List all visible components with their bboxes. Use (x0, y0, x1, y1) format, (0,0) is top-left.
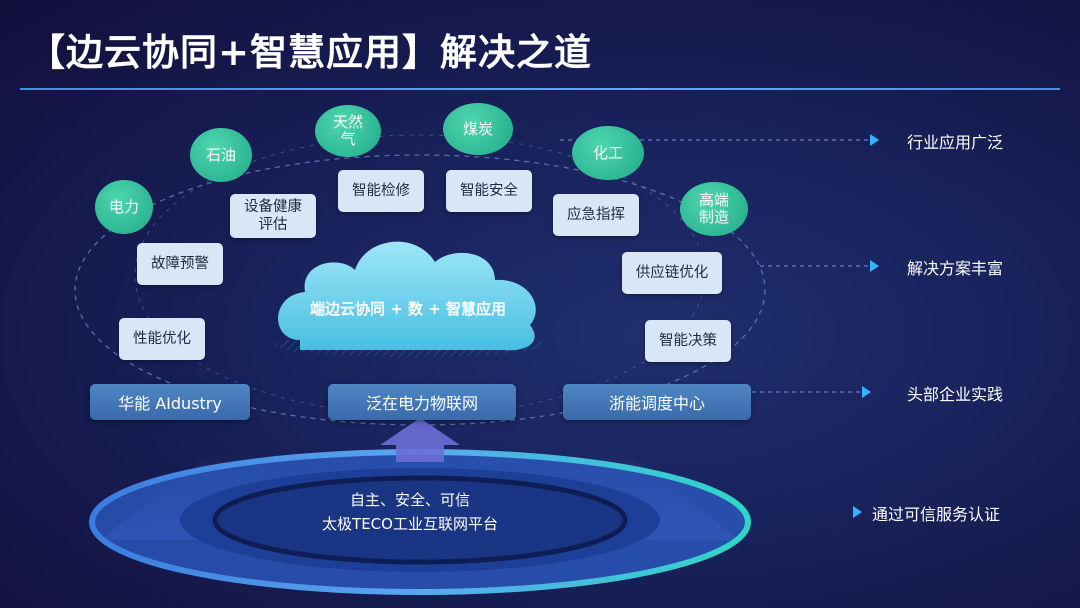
page-title: 【边云协同+智慧应用】解决之道 (28, 31, 593, 74)
right-label-certification: 通过可信服务认证 (872, 505, 1001, 524)
cloud-label: 端边云协同 + 数 + 智慧应用 (309, 300, 507, 318)
solution-equipment-health: 设备健康评估 (230, 194, 316, 238)
industry-circle-high-end-manufacturing: 高端制造 (680, 182, 748, 236)
solution-fault-warning: 故障预警 (137, 243, 223, 285)
industry-circle-natural-gas: 天然气 (315, 105, 381, 157)
solution-performance: 性能优化 (119, 318, 205, 360)
solution-smart-safety: 智能安全 (446, 170, 532, 212)
industry-circle-coal: 煤炭 (443, 103, 513, 155)
arrow-icon (870, 134, 879, 146)
practice-huaneng: 华能 AIdustry (90, 384, 250, 420)
title-divider (20, 88, 1060, 90)
solution-emergency-command: 应急指挥 (553, 194, 639, 236)
cloud-shape (278, 241, 536, 351)
up-arrow (380, 418, 460, 462)
solution-smart-decision: 智能决策 (645, 320, 731, 362)
solution-supply-chain: 供应链优化 (622, 252, 722, 294)
right-label-industry: 行业应用广泛 (907, 133, 1004, 152)
practice-zheneng: 浙能调度中心 (563, 384, 751, 420)
platform-line-1: 自主、安全、可信 (349, 491, 470, 509)
industry-circle-oil: 石油 (190, 128, 252, 182)
arrow-icon (870, 260, 879, 272)
industry-circle-chemical: 化工 (572, 126, 644, 180)
right-label-solutions: 解决方案丰富 (907, 259, 1004, 278)
outer-ring-dashed (74, 154, 766, 426)
platform-inner-ring (212, 475, 628, 565)
right-label-practice: 头部企业实践 (907, 385, 1004, 404)
practice-ubiquitous-iot: 泛在电力物联网 (328, 384, 516, 420)
solution-smart-maintenance: 智能检修 (338, 170, 424, 212)
arrow-icon (853, 506, 862, 518)
platform-text: 自主、安全、可信 太极TECO工业互联网平台 (300, 488, 520, 536)
industry-circle-power: 电力 (95, 180, 153, 234)
arrow-icon (862, 386, 871, 398)
platform-line-2: 太极TECO工业互联网平台 (322, 515, 498, 533)
